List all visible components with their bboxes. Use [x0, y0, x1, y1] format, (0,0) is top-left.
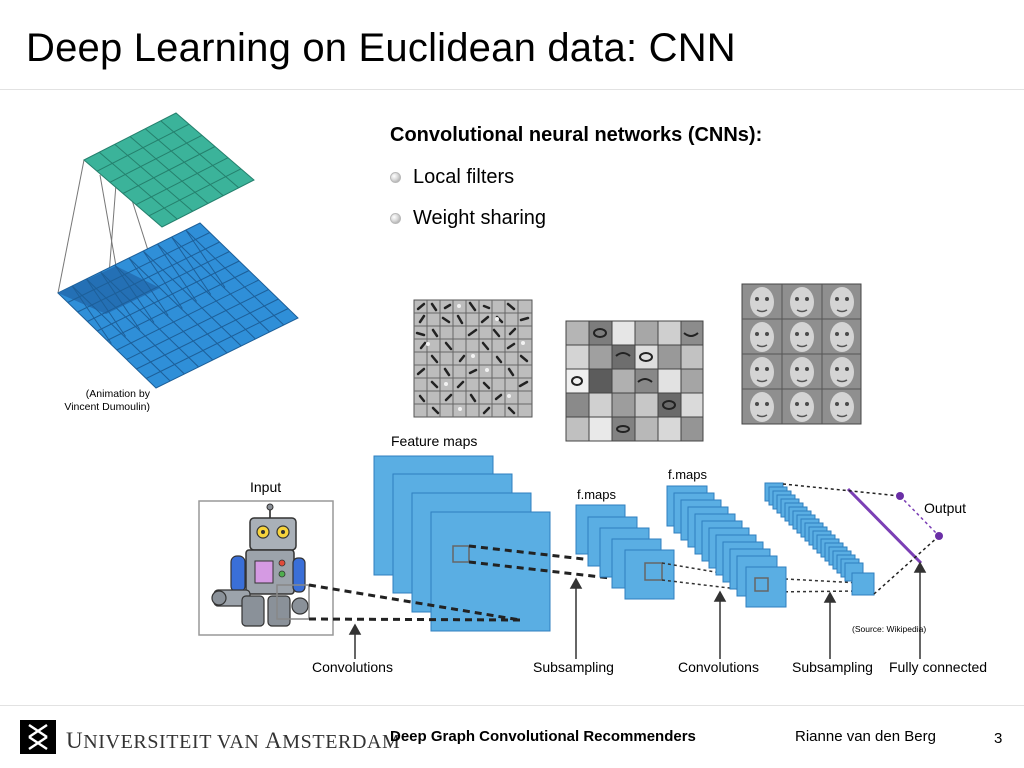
- input-grid: [57, 222, 299, 389]
- uva-logo-icon: [20, 720, 56, 754]
- university-name-part-2: MSTERDAM: [282, 731, 401, 753]
- convolution-animation: [57, 112, 299, 389]
- bullet-local-filters: Local filters: [390, 166, 514, 189]
- cnn-pipeline-diagram: [198, 455, 943, 659]
- source-credit: (Source: Wikipedia): [852, 624, 927, 634]
- university-name-cap-1: U: [66, 728, 84, 753]
- label-subsampling-2: Subsampling: [792, 659, 873, 675]
- fmaps-stack-1: [575, 504, 675, 600]
- label-convolutions-1: Convolutions: [312, 659, 393, 675]
- feature-maps-stack: [373, 455, 551, 632]
- credit-line-2: Vincent Dumoulin): [64, 401, 150, 413]
- label-output: Output: [924, 500, 967, 516]
- bullet-text: Local filters: [413, 166, 515, 188]
- label-input: Input: [250, 479, 282, 495]
- pipeline-arrows: [348, 561, 927, 659]
- output-grid: [83, 112, 255, 228]
- filter-visualization-3: [741, 283, 862, 425]
- footer-divider: [0, 705, 1024, 706]
- label-fmaps-1: f.maps: [577, 487, 617, 502]
- cnn-heading: Convolutional neural networks (CNNs):: [390, 124, 763, 146]
- label-feature-maps: Feature maps: [391, 433, 478, 449]
- slide-title: Deep Learning on Euclidean data: CNN: [26, 26, 736, 70]
- fully-connected-layer: [782, 483, 943, 595]
- label-fmaps-2: f.maps: [668, 467, 708, 482]
- bullet-dot-icon: [390, 172, 401, 183]
- credit-line-1: (Animation by: [85, 388, 150, 400]
- filter-visualization-2: [565, 320, 704, 442]
- university-name: UNIVERSITEIT VAN AMSTERDAM: [66, 728, 400, 754]
- label-subsampling-1: Subsampling: [533, 659, 614, 675]
- fmaps-stack-2: [666, 485, 787, 608]
- label-fully-connected: Fully connected: [889, 659, 988, 675]
- bullet-weight-sharing: Weight sharing: [390, 207, 546, 230]
- filter-visualization-1: [413, 299, 533, 418]
- title-divider: [0, 89, 1024, 90]
- bullet-text: Weight sharing: [413, 207, 547, 229]
- page-number: 3: [994, 730, 1003, 747]
- author-name: Rianne van den Berg: [795, 728, 936, 745]
- input-image: [198, 500, 334, 636]
- animation-credit: (Animation by Vincent Dumoulin): [40, 388, 150, 414]
- university-name-cap-2: A: [265, 728, 283, 753]
- bullet-dot-icon: [390, 213, 401, 224]
- university-name-part-1: NIVERSITEIT VAN: [83, 731, 266, 753]
- label-convolutions-2: Convolutions: [678, 659, 759, 675]
- presentation-title: Deep Graph Convolutional Recommenders: [390, 728, 696, 745]
- robot-icon: [211, 503, 309, 627]
- fmaps-stack-3: [764, 482, 875, 596]
